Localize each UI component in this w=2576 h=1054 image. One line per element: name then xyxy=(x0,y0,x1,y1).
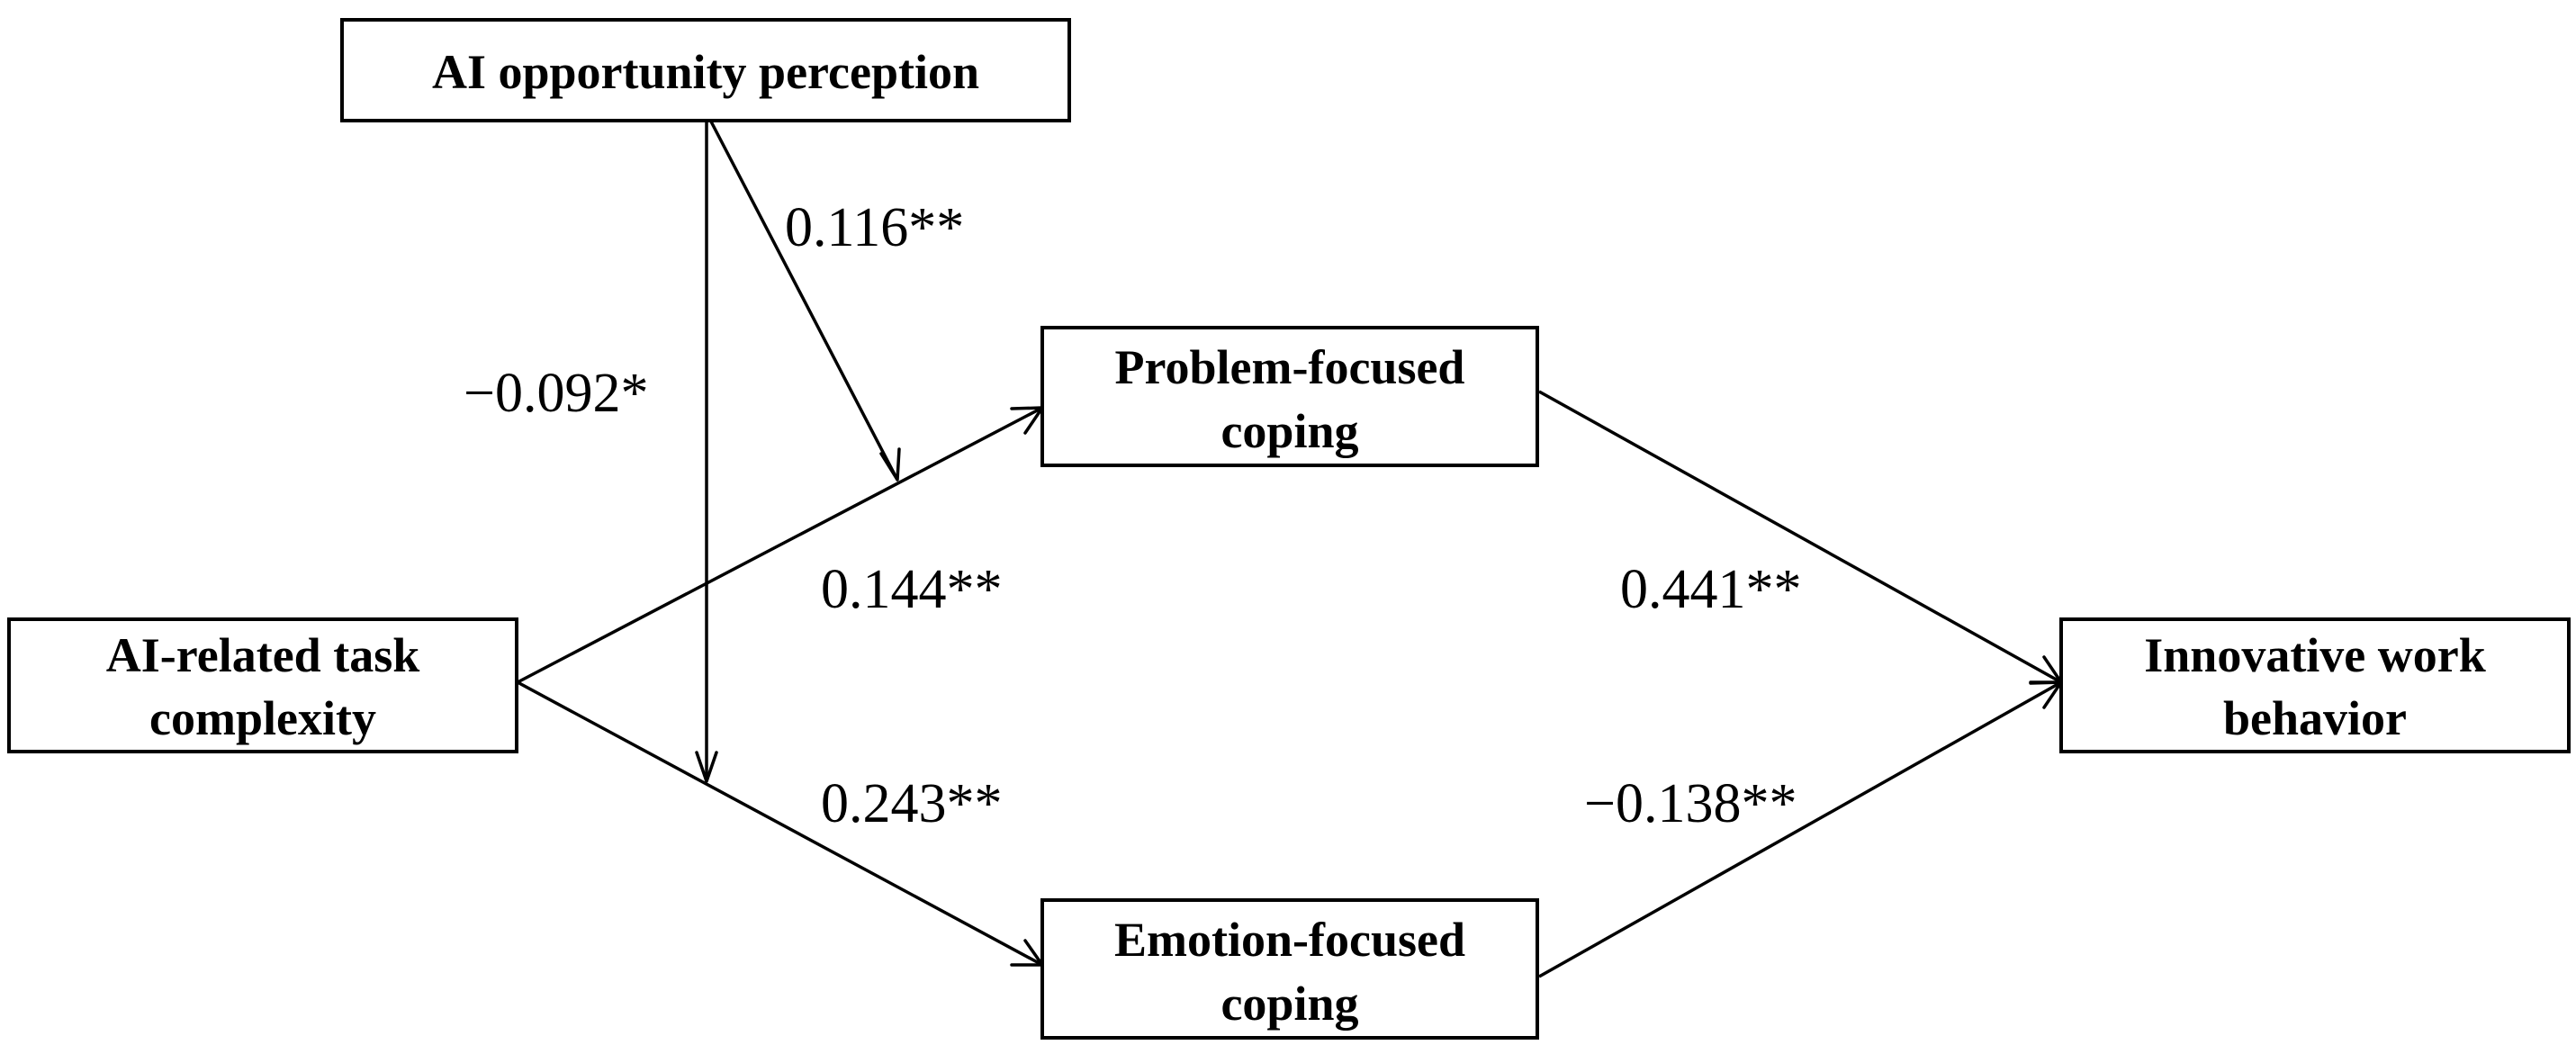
coef-opportunity-to-problem-path: 0.116** xyxy=(785,197,964,258)
node-ai-related-task-complexity-line1: AI-related task xyxy=(106,628,419,682)
node-ai-related-task-complexity-line2: complexity xyxy=(149,691,376,745)
node-innovative-work-behavior-line1: Innovative work xyxy=(2144,628,2486,682)
node-ai-opportunity-perception: AI opportunity perception xyxy=(340,18,1071,122)
node-emotion-focused-coping: Emotion-focused coping xyxy=(1040,898,1539,1040)
node-ai-related-task-complexity: AI-related task complexity xyxy=(7,617,518,753)
node-innovative-work-behavior-line2: behavior xyxy=(2223,691,2407,745)
node-problem-focused-coping-line1: Problem-focused xyxy=(1115,340,1465,394)
coef-emotion-to-innovative: −0.138** xyxy=(1584,773,1797,834)
edge-opportunity-to-problem-path xyxy=(709,121,899,481)
node-emotion-focused-coping-line2: coping xyxy=(1220,977,1358,1031)
edge-complexity-to-problem-coping xyxy=(517,406,1043,684)
node-ai-opportunity-perception-label: AI opportunity perception xyxy=(432,45,979,99)
coef-complexity-to-problem: 0.144** xyxy=(821,559,1003,620)
coef-problem-to-innovative: 0.441** xyxy=(1620,559,1802,620)
node-problem-focused-coping: Problem-focused coping xyxy=(1040,326,1539,467)
node-emotion-focused-coping-line1: Emotion-focused xyxy=(1114,913,1465,967)
node-problem-focused-coping-line2: coping xyxy=(1220,404,1358,458)
coef-opportunity-to-emotion-path: −0.092* xyxy=(464,363,648,424)
edge-emotion-coping-to-innovative xyxy=(1538,680,2062,978)
arrowhead-moderation-problem-path xyxy=(879,447,901,482)
arrowhead-moderation-emotion-path xyxy=(695,751,718,783)
edge-problem-coping-to-innovative xyxy=(1538,390,2062,684)
node-innovative-work-behavior: Innovative work behavior xyxy=(2059,617,2571,753)
edge-complexity-to-emotion-coping xyxy=(517,680,1043,967)
coef-complexity-to-emotion: 0.243** xyxy=(821,773,1003,834)
